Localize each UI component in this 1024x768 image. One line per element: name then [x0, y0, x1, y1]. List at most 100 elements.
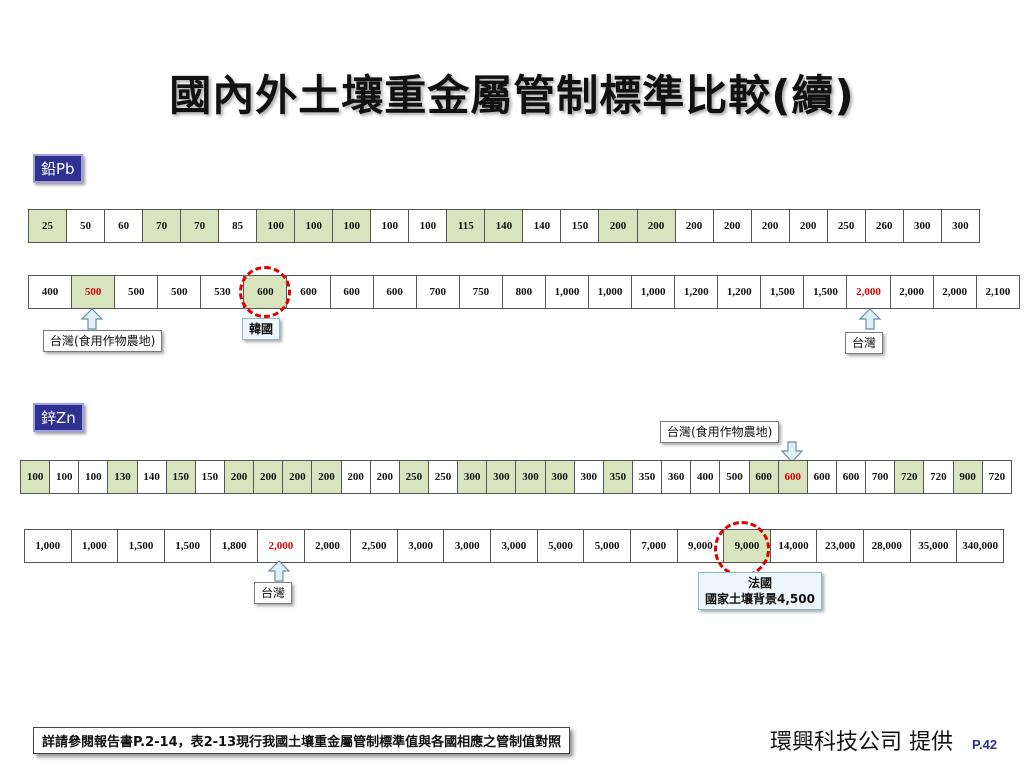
value-cell: 260 [864, 209, 904, 243]
value-cell: 600 [835, 460, 867, 494]
value-cell: 200 [340, 460, 371, 494]
value-cell: 70 [180, 209, 220, 243]
value-cell: 300 [573, 460, 604, 494]
value-cell: 1,800 [210, 529, 259, 563]
value-cell: 14,000 [769, 529, 818, 563]
value-cell: 300 [457, 460, 488, 494]
value-cell: 130 [107, 460, 138, 494]
france-callout-line-1: 法國 [747, 576, 772, 590]
value-cell: 720 [923, 460, 954, 494]
value-cell: 600 [748, 460, 779, 494]
value-cell: 5,000 [583, 529, 631, 563]
value-cell: 2,500 [350, 529, 398, 563]
value-cell: 720 [894, 460, 925, 494]
value-cell: 200 [253, 460, 284, 494]
up-arrow-icon [267, 560, 291, 582]
value-cell: 2,000 [303, 529, 352, 563]
value-cell: 150 [165, 460, 196, 494]
value-cell: 150 [194, 460, 225, 494]
value-cell: 500 [114, 275, 159, 309]
pb-callout-taiwan: 台灣 [845, 332, 884, 354]
value-cell: 100 [256, 209, 296, 243]
value-cell: 500 [157, 275, 202, 309]
value-cell: 1,000 [24, 529, 72, 563]
value-cell: 140 [136, 460, 167, 494]
value-cell: 1,000 [631, 275, 676, 309]
value-cell: 200 [712, 209, 752, 243]
value-cell: 100 [19, 460, 51, 494]
value-cell: 600 [777, 460, 808, 494]
page-number: P.42 [972, 737, 998, 752]
value-cell: 1,200 [674, 275, 719, 309]
value-cell: 300 [515, 460, 546, 494]
value-cell: 700 [415, 275, 460, 309]
value-cell: 500 [71, 275, 116, 309]
value-cell: 900 [952, 460, 983, 494]
value-cell: 1,500 [117, 529, 165, 563]
france-highlight-circle [714, 521, 770, 577]
value-cell: 800 [501, 275, 546, 309]
value-cell: 28,000 [862, 529, 911, 563]
value-cell: 600 [372, 275, 417, 309]
value-cell: 7,000 [629, 529, 678, 563]
value-cell: 600 [329, 275, 374, 309]
value-cell: 1,000 [544, 275, 590, 309]
value-cell: 300 [486, 460, 517, 494]
value-cell: 70 [142, 209, 182, 243]
value-cell: 200 [598, 209, 638, 243]
value-cell: 140 [484, 209, 524, 243]
france-callout-line-2: 國家土壤背景4,500 [705, 592, 815, 606]
value-cell: 300 [902, 209, 942, 243]
value-cell: 23,000 [816, 529, 864, 563]
value-cell: 340,000 [956, 529, 1004, 563]
value-cell: 115 [446, 209, 486, 243]
value-cell: 2,000 [257, 529, 305, 563]
value-cell: 2,000 [889, 275, 934, 309]
up-arrow-icon [858, 308, 882, 330]
value-cell: 200 [674, 209, 714, 243]
value-cell: 700 [865, 460, 896, 494]
value-cell: 5,000 [536, 529, 585, 563]
value-cell: 3,000 [490, 529, 538, 563]
value-cell: 300 [940, 209, 981, 243]
value-cell: 250 [398, 460, 429, 494]
zn-callout-taiwan: 台灣 [254, 582, 293, 604]
value-cell: 25 [27, 209, 68, 243]
value-cell: 150 [560, 209, 600, 243]
value-cell: 350 [602, 460, 633, 494]
value-cell: 1,500 [760, 275, 805, 309]
value-cell: 2,000 [932, 275, 977, 309]
value-cell: 200 [369, 460, 400, 494]
value-cell: 360 [661, 460, 692, 494]
value-cell: 500 [719, 460, 750, 494]
value-cell: 1,500 [803, 275, 848, 309]
value-cell: 1,200 [717, 275, 762, 309]
value-cell: 400 [690, 460, 721, 494]
value-cell: 250 [427, 460, 459, 494]
zn-section-tag: 鋅Zn [33, 403, 84, 432]
value-cell: 200 [311, 460, 342, 494]
value-cell: 200 [788, 209, 828, 243]
value-cell: 200 [636, 209, 676, 243]
value-cell: 100 [370, 209, 410, 243]
page-title: 國內外土壤重金屬管制標準比較(續) [169, 71, 855, 120]
pb-callout-korea: 韓國 [242, 318, 281, 340]
value-cell: 2,100 [975, 275, 1021, 309]
value-cell: 3,000 [443, 529, 492, 563]
value-cell: 300 [544, 460, 575, 494]
pb-callout-taiwan-food-crop: 台灣(食用作物農地) [43, 330, 163, 352]
up-arrow-icon [80, 308, 104, 330]
value-cell: 2,000 [846, 275, 891, 309]
value-cell: 100 [408, 209, 448, 243]
value-cell: 200 [282, 460, 313, 494]
value-cell: 140 [522, 209, 562, 243]
value-cell: 530 [200, 275, 245, 309]
value-cell: 100 [78, 460, 109, 494]
report-reference-note: 詳請參閱報告書P.2-14，表2-13現行我國土壤重金屬管制標準值與各國相應之管… [33, 727, 571, 754]
value-cell: 350 [631, 460, 663, 494]
value-cell: 200 [223, 460, 255, 494]
